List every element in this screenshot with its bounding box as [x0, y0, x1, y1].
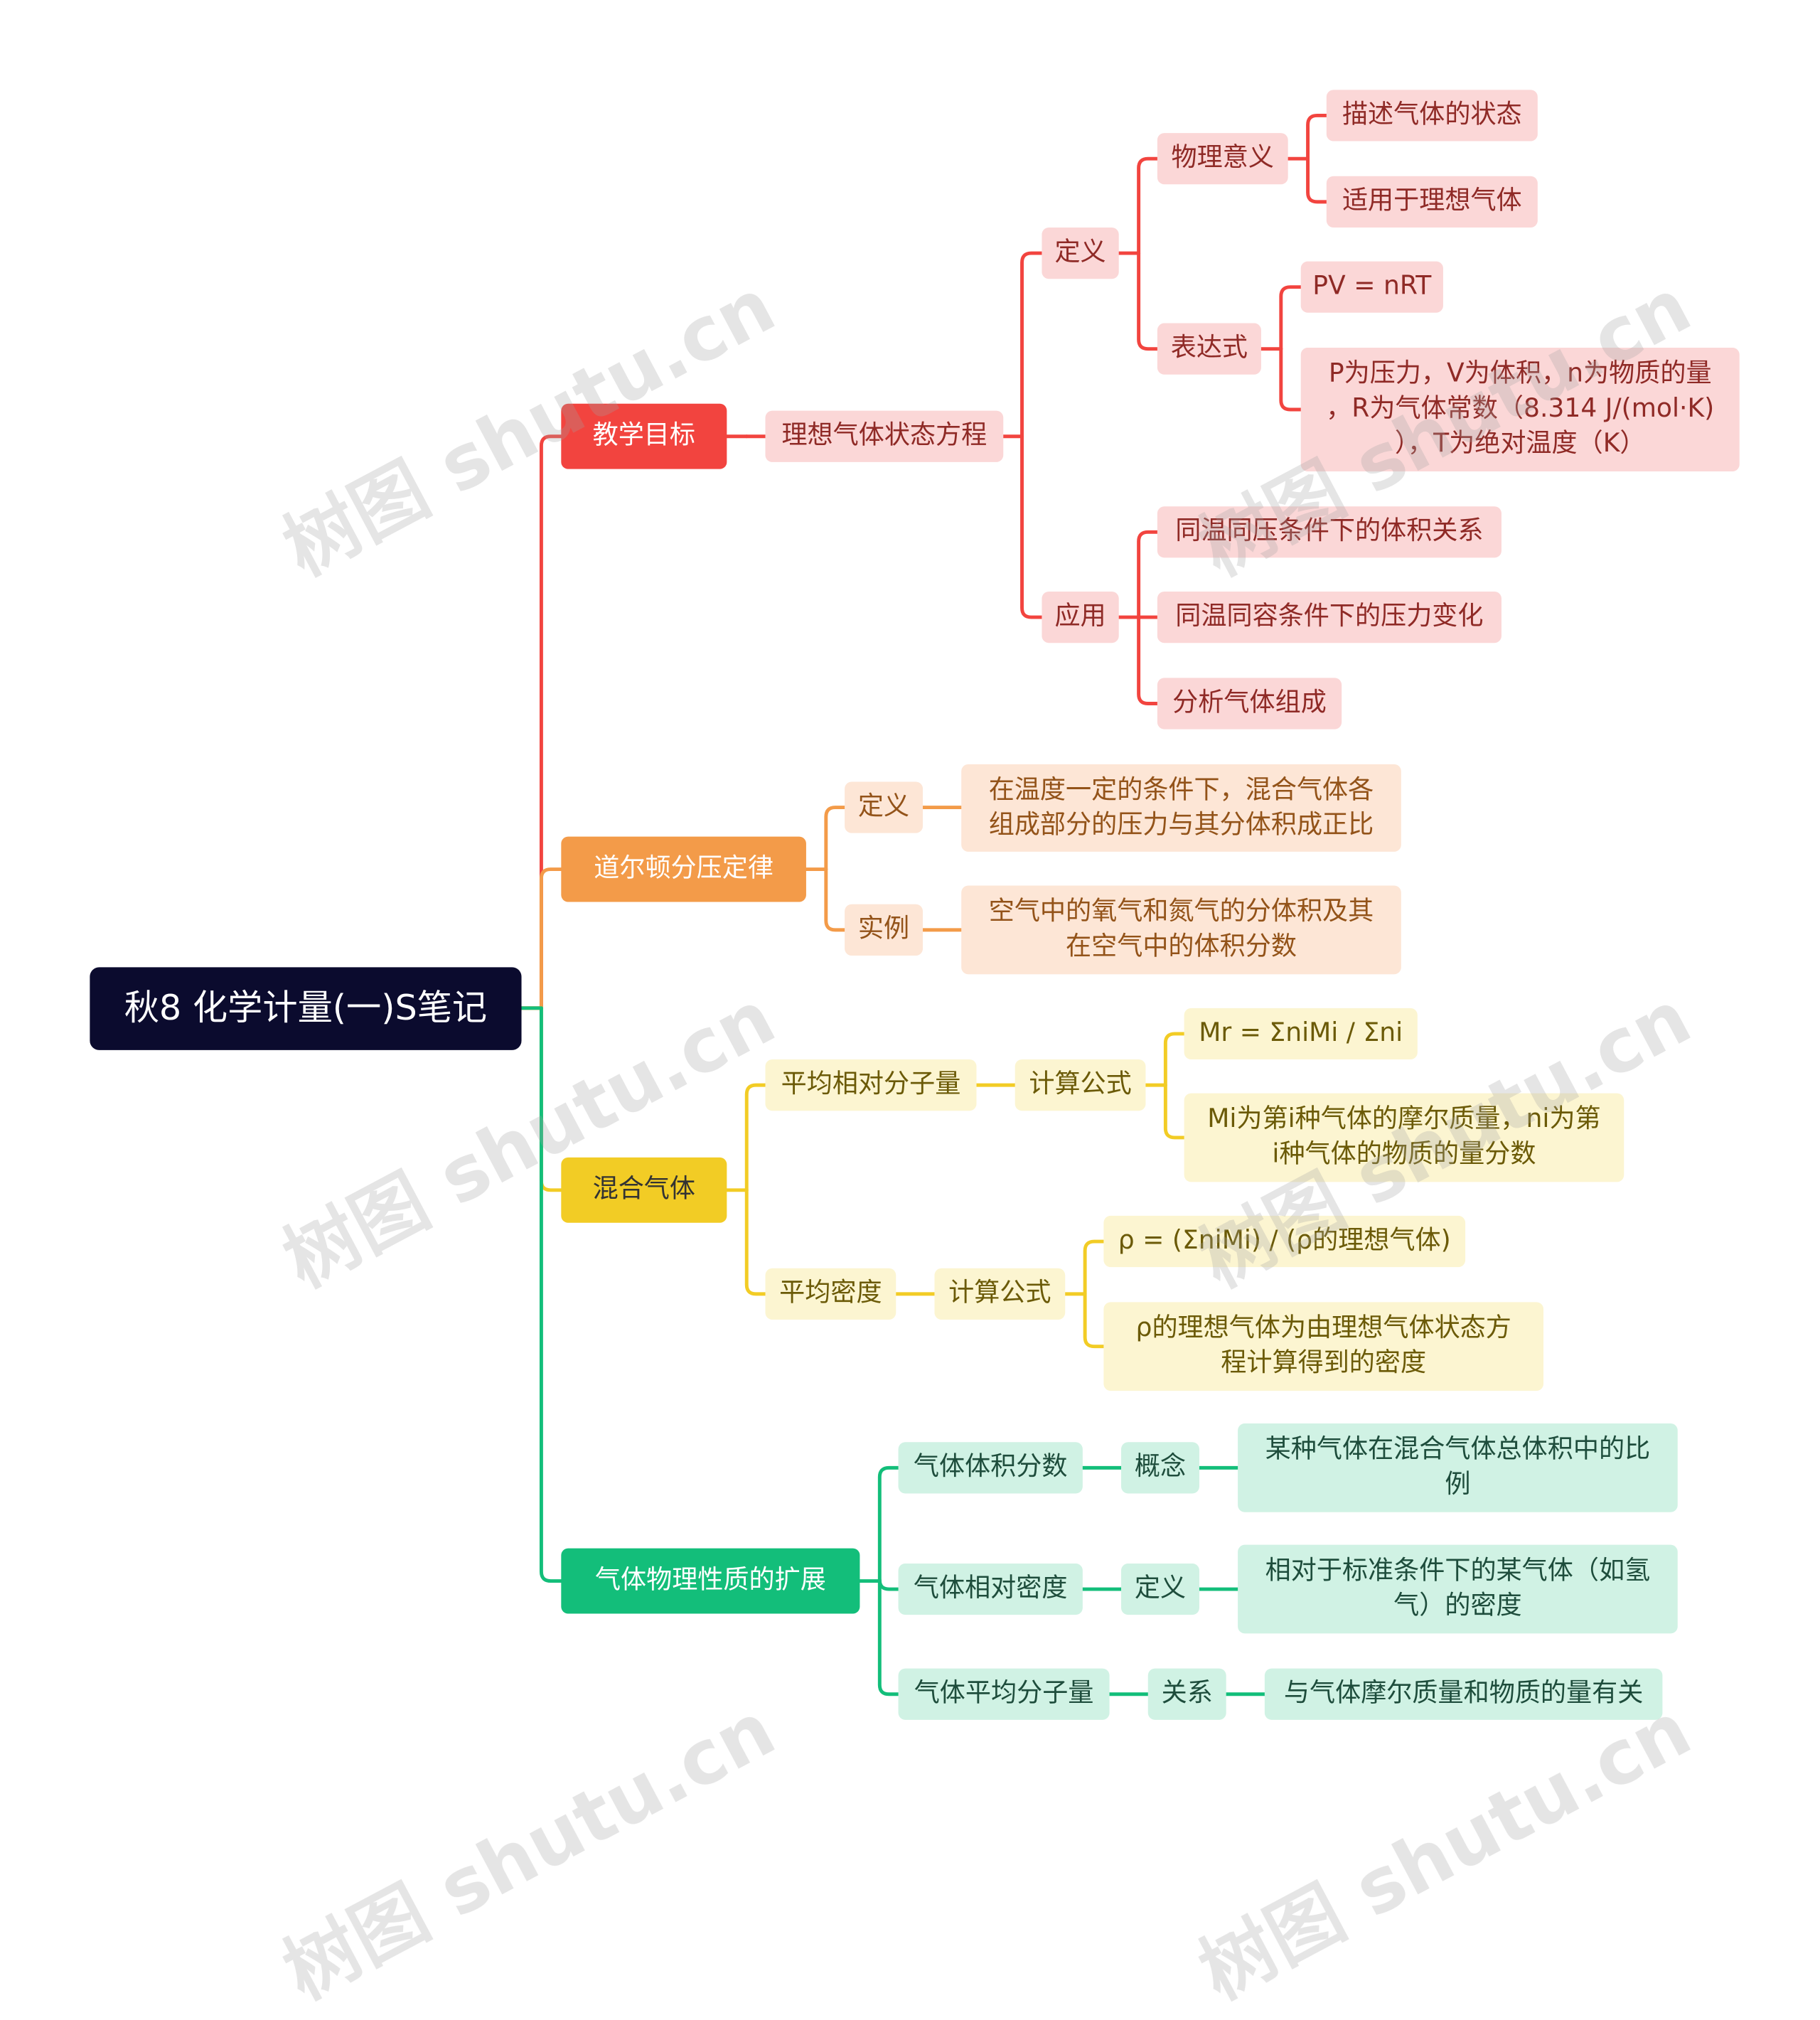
avg-density-exp-line-1: ρ的理想气体为由理想气体状态方 [1135, 1313, 1511, 1343]
branch-mixed-gas[interactable]: 混合气体 [561, 1157, 727, 1223]
yellow-density-formula-link-0 [1083, 1239, 1106, 1296]
node-meaning-ideal-gas[interactable]: 适用于理想气体 [1326, 176, 1538, 228]
node-meaning-describe-state[interactable]: 描述气体的状态 [1326, 90, 1538, 141]
root-yellow-link-0 [539, 1006, 563, 1192]
red-l3-link-0 [1020, 251, 1044, 439]
node-avg-molecular-relation[interactable]: 关系 [1147, 1668, 1226, 1720]
connector-lines [520, 113, 1329, 1696]
node-dalton-definition-text[interactable]: 在温度一定的条件下，混合气体各 组成部分的压力与其分体积成正比 [961, 764, 1401, 852]
node-formula-explanation[interactable]: P为压力，V为体积，n为物质的量 ，R为气体常数（8.314 J/(mol·K)… [1300, 348, 1740, 471]
relative-density-line-1: 相对于标准条件下的某气体（如氢 [1265, 1556, 1651, 1586]
yellow-l2-link-0 [744, 1083, 767, 1192]
node-application[interactable]: 应用 [1042, 591, 1119, 643]
node-dalton-example[interactable]: 实例 [845, 904, 924, 956]
node-dalton-example-text[interactable]: 空气中的氧气和氮气的分体积及其 在空气中的体积分数 [961, 885, 1401, 975]
node-relative-density[interactable]: 气体相对密度 [898, 1563, 1083, 1615]
node-avg-molecular-text[interactable]: 与气体摩尔质量和物质的量有关 [1264, 1668, 1663, 1720]
dalton-def-line-2: 组成部分的压力与其分体积成正比 [988, 810, 1374, 840]
node-volume-fraction-text[interactable]: 某种气体在混合气体总体积中的比 例 [1238, 1423, 1678, 1512]
node-app-volume-relation[interactable]: 同温同压条件下的体积关系 [1157, 506, 1502, 558]
relative-density-line-2: 气）的密度 [1393, 1591, 1522, 1621]
avg-mass-exp-line-1: Mi为第i种气体的摩尔质量，ni为第 [1207, 1105, 1601, 1135]
red-expr-link-1 [1279, 347, 1303, 412]
dalton-ex-line-2: 在空气中的体积分数 [1066, 932, 1297, 962]
node-expression[interactable]: 表达式 [1157, 323, 1261, 375]
root-node[interactable]: 秋8 化学计量(一)S笔记 [90, 967, 522, 1050]
explanation-line-2: ，R为气体常数（8.314 J/(mol·K) [1326, 394, 1715, 424]
red-def-link-1 [1137, 251, 1160, 351]
red-l3-link-1 [1020, 434, 1044, 619]
red-meaning-link-0 [1306, 113, 1329, 161]
green-l2-link-0 [877, 1465, 901, 1583]
red-def-link-0 [1137, 156, 1160, 255]
node-physical-meaning[interactable]: 物理意义 [1157, 133, 1288, 185]
green-l2-link-2 [877, 1579, 901, 1696]
branch-teaching-goals[interactable]: 教学目标 [561, 403, 727, 469]
red-expr-link-0 [1279, 285, 1303, 351]
branch-gas-property-extension[interactable]: 气体物理性质的扩展 [561, 1548, 860, 1614]
node-ideal-gas-definition[interactable]: 定义 [1042, 227, 1119, 279]
node-avg-molecular-mass[interactable]: 平均相对分子量 [765, 1059, 977, 1111]
red-app-link-2 [1137, 615, 1160, 705]
node-avg-density-explanation[interactable]: ρ的理想气体为由理想气体状态方 程计算得到的密度 [1103, 1302, 1544, 1391]
red-meaning-link-1 [1306, 156, 1329, 204]
orange-l2-link-1 [824, 867, 847, 932]
red-app-link-0 [1137, 530, 1160, 619]
node-avg-mass-explanation[interactable]: Mi为第i种气体的摩尔质量，ni为第 i种气体的物质的量分数 [1184, 1093, 1624, 1182]
node-volume-fraction[interactable]: 气体体积分数 [898, 1442, 1083, 1494]
node-avg-molecular-weight[interactable]: 气体平均分子量 [898, 1668, 1110, 1720]
node-app-gas-composition[interactable]: 分析气体组成 [1157, 678, 1342, 730]
node-app-pressure-change[interactable]: 同温同容条件下的压力变化 [1157, 591, 1502, 643]
orange-l2-link-0 [824, 806, 847, 872]
node-avg-mass-formula[interactable]: Mr = ΣniMi / Σni [1184, 1008, 1418, 1060]
root-green-link-0 [539, 1006, 563, 1583]
branch-dalton-law[interactable]: 道尔顿分压定律 [561, 836, 806, 902]
dalton-ex-line-1: 空气中的氧气和氮气的分体积及其 [988, 897, 1374, 926]
node-avg-density-formula-label[interactable]: 计算公式 [934, 1268, 1066, 1320]
avg-mass-exp-line-2: i种气体的物质的量分数 [1272, 1140, 1536, 1170]
node-formula-pvnrt[interactable]: PV = nRT [1300, 261, 1443, 313]
yellow-mass-formula-link-0 [1163, 1032, 1187, 1087]
avg-density-exp-line-2: 程计算得到的密度 [1221, 1348, 1427, 1379]
node-ideal-gas-equation[interactable]: 理想气体状态方程 [765, 410, 1004, 462]
explanation-line-3: ），T为绝对温度（K） [1394, 429, 1646, 459]
node-volume-fraction-concept[interactable]: 概念 [1121, 1442, 1199, 1494]
mind-map-canvas: 秋8 化学计量(一)S笔记 教学目标 理想气体状态方程 定义 物理意义 描述气体… [90, 90, 1740, 2017]
root-orange-link-0 [539, 867, 563, 1010]
node-avg-mass-formula-label[interactable]: 计算公式 [1015, 1059, 1146, 1111]
node-avg-density[interactable]: 平均密度 [765, 1268, 896, 1320]
node-avg-density-formula[interactable]: ρ = (ΣniMi) / (ρ的理想气体) [1103, 1215, 1466, 1268]
volume-fraction-line-1: 某种气体在混合气体总体积中的比 [1265, 1435, 1651, 1465]
yellow-l2-link-1 [744, 1188, 767, 1296]
root-red-link-0 [539, 434, 563, 1010]
explanation-line-1: P为压力，V为体积，n为物质的量 [1328, 359, 1712, 389]
node-dalton-definition[interactable]: 定义 [845, 781, 924, 833]
dalton-def-line-1: 在温度一定的条件下，混合气体各 [988, 775, 1374, 805]
yellow-mass-formula-link-1 [1163, 1083, 1187, 1140]
node-relative-density-text[interactable]: 相对于标准条件下的某气体（如氢 气）的密度 [1238, 1544, 1678, 1634]
yellow-density-formula-link-1 [1083, 1292, 1106, 1349]
node-relative-density-definition[interactable]: 定义 [1121, 1563, 1199, 1615]
green-l2-link-1 [877, 1578, 901, 1591]
volume-fraction-line-2: 例 [1445, 1470, 1471, 1500]
